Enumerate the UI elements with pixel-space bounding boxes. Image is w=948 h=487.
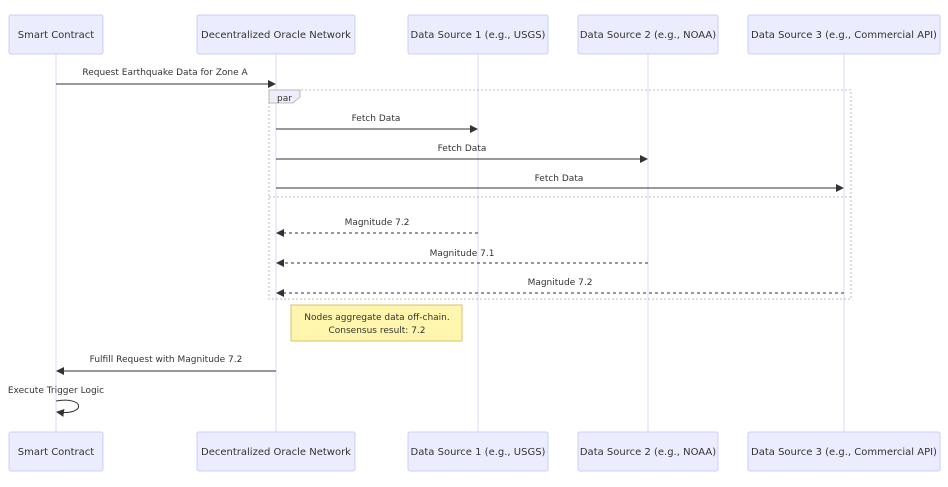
- par-fragment: par: [268, 89, 852, 300]
- actor-label: Data Source 1 (e.g., USGS): [411, 447, 546, 458]
- note-box: [290, 304, 463, 342]
- note-line-2: Consensus result: 7.2: [328, 326, 425, 336]
- actors-bottom: Smart Contract Decentralized Oracle Netw…: [8, 431, 941, 472]
- note-consensus: Nodes aggregate data off-chain. Consensu…: [290, 304, 463, 342]
- message-label: Request Earthquake Data for Zone A: [82, 68, 248, 78]
- message-request-earthquake-data: Request Earthquake Data for Zone A: [56, 68, 276, 88]
- actor-data-source-1-bottom[interactable]: Data Source 1 (e.g., USGS): [407, 431, 549, 472]
- note-line-1: Nodes aggregate data off-chain.: [304, 313, 450, 323]
- message-label: Magnitude 7.2: [528, 278, 593, 288]
- actor-label: Smart Contract: [18, 447, 95, 458]
- message-fulfill-request: Fulfill Request with Magnitude 7.2: [56, 355, 276, 375]
- message-label: Fetch Data: [352, 114, 401, 124]
- messages: Request Earthquake Data for Zone A Fetch…: [8, 68, 844, 417]
- actor-label: Data Source 2 (e.g., NOAA): [580, 30, 716, 41]
- message-label: Fulfill Request with Magnitude 7.2: [90, 355, 243, 365]
- message-magnitude-ds1: Magnitude 7.2: [276, 218, 478, 237]
- actor-label: Decentralized Oracle Network: [201, 30, 351, 41]
- message-fetch-data-1: Fetch Data: [276, 114, 478, 133]
- actor-label: Smart Contract: [18, 30, 95, 41]
- message-fetch-data-3: Fetch Data: [276, 174, 844, 192]
- actor-label: Data Source 3 (e.g., Commercial API): [751, 30, 937, 41]
- actor-oracle-network-top[interactable]: Decentralized Oracle Network: [196, 14, 356, 55]
- lifelines: [55, 54, 845, 432]
- par-box: [268, 89, 852, 300]
- actor-oracle-network-bottom[interactable]: Decentralized Oracle Network: [196, 431, 356, 472]
- par-tab: [268, 89, 301, 104]
- message-fetch-data-2: Fetch Data: [276, 144, 648, 163]
- message-label: Magnitude 7.2: [345, 218, 410, 228]
- actor-data-source-3-top[interactable]: Data Source 3 (e.g., Commercial API): [747, 14, 941, 55]
- actor-smart-contract-top[interactable]: Smart Contract: [8, 14, 104, 55]
- message-magnitude-ds2: Magnitude 7.1: [276, 249, 648, 267]
- actor-label: Decentralized Oracle Network: [201, 447, 351, 458]
- actor-data-source-3-bottom[interactable]: Data Source 3 (e.g., Commercial API): [747, 431, 941, 472]
- message-self-loop: [55, 399, 79, 417]
- actor-data-source-2-top[interactable]: Data Source 2 (e.g., NOAA): [577, 14, 719, 55]
- actor-data-source-1-top[interactable]: Data Source 1 (e.g., USGS): [407, 14, 549, 55]
- actor-smart-contract-bottom[interactable]: Smart Contract: [8, 431, 104, 472]
- message-execute-trigger-logic: Execute Trigger Logic: [8, 386, 104, 417]
- actor-data-source-2-bottom[interactable]: Data Source 2 (e.g., NOAA): [577, 431, 719, 472]
- message-label: Magnitude 7.1: [430, 249, 495, 259]
- par-label: par: [277, 94, 292, 104]
- actor-label: Data Source 3 (e.g., Commercial API): [751, 447, 937, 458]
- actor-label: Data Source 1 (e.g., USGS): [411, 30, 546, 41]
- actor-label: Data Source 2 (e.g., NOAA): [580, 447, 716, 458]
- message-label: Fetch Data: [438, 144, 487, 154]
- actors-top: Smart Contract Decentralized Oracle Netw…: [8, 14, 941, 55]
- message-magnitude-ds3: Magnitude 7.2: [276, 278, 844, 297]
- message-label: Execute Trigger Logic: [8, 386, 104, 396]
- message-label: Fetch Data: [535, 174, 584, 184]
